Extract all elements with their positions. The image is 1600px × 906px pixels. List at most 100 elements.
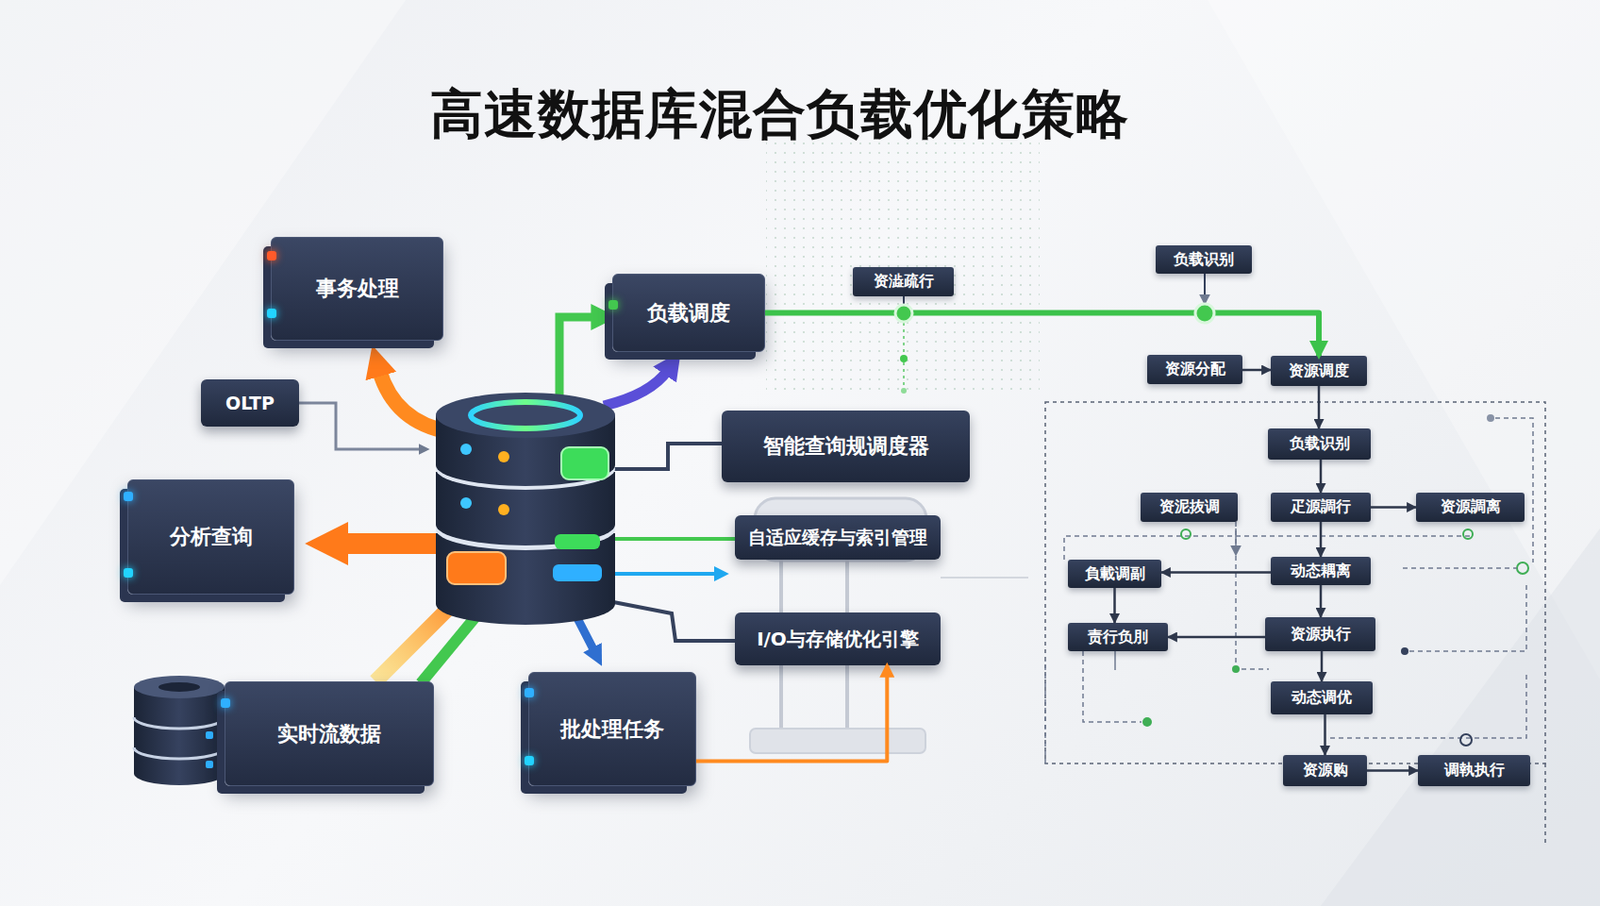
process-box: 事务处理 [270,236,444,341]
status-light [205,760,214,768]
status-light [460,497,472,509]
background-facet [1320,528,1600,906]
node-label: 事务处理 [316,274,400,303]
node-label: 资源购 [1302,760,1349,781]
step-box: 责行负刖 [1067,622,1168,651]
process-box: 实时流数据 [224,681,434,786]
database-rim [435,508,616,550]
database-icon [133,686,225,785]
tap-dot [900,354,908,363]
dashed-line [1044,660,1047,764]
flow-connector [1319,459,1323,493]
step-box: 资泥抜调 [1140,492,1238,522]
status-light [123,491,134,501]
junction-dot [1232,665,1240,673]
dashed-line [1235,521,1269,669]
step-box: 疋源調行 [1270,492,1371,522]
node-label: 分析查询 [169,522,253,551]
database-icon [158,682,200,692]
connector-wire [603,600,735,641]
flow-connector [1161,570,1271,574]
junction-dot [1142,716,1152,727]
flow-arrow [559,316,597,406]
flow-arrow [603,369,668,406]
status-light [266,250,277,261]
status-light [524,687,534,698]
node-label: 实时流数据 [277,719,382,749]
step-box: 负载识别 [1267,428,1371,460]
status-light [220,698,231,708]
node-label: I/O与存储优化引擎 [756,626,919,652]
step-box: 资源調离 [1416,492,1525,522]
database-tier [435,533,616,625]
step-box: 动态调优 [1270,681,1373,715]
flow-connector [1317,385,1321,429]
node-label: 自适应缓存与索引管理 [748,525,928,550]
node-label: 负载识别 [1173,250,1234,270]
module-box: 自适应缓存与索引管理 [734,515,941,560]
tap-line [902,322,905,392]
module-box: I/O与存储优化引擎 [734,612,941,666]
step-box: 资源执行 [1265,616,1376,651]
flow-connector [1320,650,1324,682]
dashed-line [1064,535,1472,560]
flow-connector [765,313,1319,357]
tag-box: 资澁疏行 [852,266,954,297]
flow-connector [696,665,887,761]
port-glow [552,564,602,582]
tap-line [902,296,905,314]
status-light [123,567,134,578]
tap-line [1203,273,1206,297]
node-label: 资源执行 [1290,624,1351,645]
flow-connector [1319,521,1323,557]
dot-grid [766,141,1040,397]
flow-connector [1319,584,1323,617]
node-label: 负载识别 [1289,433,1350,454]
flow-line [299,402,421,450]
tap-dot [900,387,907,394]
database-tier [435,415,616,486]
database-icon [133,716,225,729]
node-label: 资泥抜调 [1159,497,1220,517]
junction-dot [1463,529,1473,539]
port-glow [447,551,506,584]
node-label: 批处理任务 [560,715,665,744]
process-box: 分析查询 [127,479,295,595]
junction-dot [1460,733,1472,746]
connector-wire [603,536,735,541]
flow-connector [1370,505,1417,509]
tag-box: 负载识别 [1155,245,1252,274]
step-box: 动态耦离 [1270,556,1371,585]
node-label: 智能查询规调度器 [763,432,930,461]
database-icon [133,675,225,699]
node-label: 动态调优 [1291,687,1352,708]
process-box: 批处理任务 [528,671,697,786]
node-label: 资澁疏行 [873,271,934,292]
junction-dot [1516,562,1529,574]
port-glow [561,447,609,480]
dashed-line [1544,763,1547,843]
port-glow [554,533,600,550]
faint-line [940,576,1029,579]
process-box: 负载调度 [612,273,766,352]
flow-arrow [562,588,595,651]
source-box: OLTP [200,379,300,427]
junction-dot [1181,529,1191,539]
node-label: 负载调度 [647,299,731,328]
node-label: OLTP [225,392,275,414]
dashed-frame [1045,401,1546,764]
node-label: 资源分配 [1165,359,1226,380]
status-light [460,443,472,455]
step-box: 負載调副 [1067,559,1162,588]
node-label: 责行负刖 [1087,627,1149,648]
connector-wire [603,443,722,469]
step-box: 资源购 [1283,754,1367,786]
database-ring [470,401,581,429]
node-label: 动态耦离 [1290,561,1351,582]
status-light [498,450,510,463]
flow-arrow [420,607,484,684]
flow-arrow [375,586,470,682]
database-tier [435,471,616,546]
node-label: 资源调度 [1288,361,1350,382]
